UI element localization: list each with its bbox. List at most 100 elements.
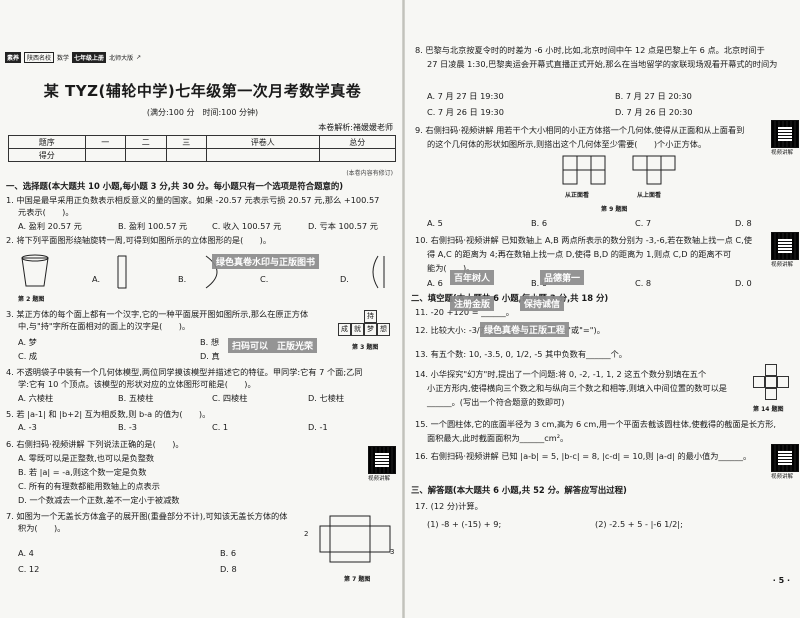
page-number: · 5 · — [772, 576, 790, 585]
option: D. 真 — [200, 351, 220, 361]
figure-caption: 从上面看 — [637, 192, 662, 199]
watermark: 绿色真卷水印与正版图书 — [212, 254, 320, 269]
question-17: 17. (12 分)计算。 — [415, 501, 483, 511]
option: B. -3 — [118, 422, 137, 432]
question-9-cont: 的这个几何体的形状如图所示,则搭出这个几何体至少需要( )个小正方体。 — [427, 139, 707, 149]
option: C. 7 月 26 日 19:30 — [427, 107, 504, 117]
header-tag: 陕西名校 — [24, 52, 55, 63]
cube-net: 持 成 就 梦 想 — [338, 310, 390, 336]
arrow-icon: ↗ — [136, 54, 142, 61]
question-7-cont: 积为( )。 — [18, 523, 66, 533]
option: B. 7 月 27 日 20:30 — [615, 91, 692, 101]
book-header: 素养 陕西名校 数学 七年级上册 北师大版 ↗ — [5, 52, 141, 63]
watermark: 保持诚信 — [520, 296, 565, 311]
table-cell: 三 — [165, 135, 207, 149]
exam-subtitle: (满分:100 分 时间:100 分钟) — [146, 108, 259, 117]
qr-code-icon[interactable] — [368, 446, 396, 474]
figure-caption: 第 9 题图 — [601, 206, 628, 213]
table-cell: 一 — [84, 135, 126, 149]
option: D. 8 — [220, 564, 237, 574]
option: D. 七棱柱 — [308, 393, 345, 403]
section-heading: 一、选择题(本大题共 10 小题,每小题 3 分,共 30 分。每小题只有一个选… — [6, 181, 344, 191]
table-cell — [206, 148, 320, 162]
table-cell: 得分 — [8, 148, 86, 162]
option: A. 4 — [18, 548, 34, 558]
question-17-part-2: (2) -2.5 + 5 - |-6 1/2|; — [595, 519, 683, 529]
table-cell: 总分 — [318, 135, 396, 149]
question-1: 1. 中国是最早采用正负数表示相反意义的量的国家。如果 -20.57 元表示亏损… — [6, 195, 380, 205]
qr-code-icon[interactable] — [771, 120, 799, 148]
table-cell: 题序 — [8, 135, 86, 149]
question-1-cont: 元表示( )。 — [18, 207, 74, 217]
question-5: 5. 若 |a-1| 和 |b+2| 互为相反数,则 b-a 的值为( )。 — [6, 409, 211, 419]
option: D. -1 — [308, 422, 328, 432]
question-17-part-1: (1) -8 + (-15) + 9; — [427, 519, 502, 529]
question-10: 10. 右侧扫码·视频讲解 已知数轴上 A,B 两点所表示的数分别为 -3,-6… — [415, 235, 752, 245]
box-net-figure — [319, 515, 391, 563]
option: B. 想 — [200, 337, 220, 347]
option: C. 1 — [212, 422, 229, 432]
question-2: 2. 将下列平面图形绕轴旋转一周,可得到如图所示的立体图形的是( )。 — [6, 235, 272, 245]
watermark: 扫码可以 正版光荣 — [228, 338, 318, 353]
exam-author: 本卷解析:褚媛媛老师 — [318, 123, 393, 132]
option: A. 6 — [427, 278, 443, 288]
option: C. 12 — [18, 564, 40, 574]
watermark: 品德第一 — [540, 270, 585, 285]
table-cell — [165, 148, 207, 162]
table-cell — [125, 148, 167, 162]
header-tag: 七年级上册 — [72, 52, 107, 63]
question-4: 4. 不透明袋子中装有一个几何体模型,两位同学摸该模型并描述它的特征。甲同学:它… — [6, 367, 363, 377]
table-cell: 评卷人 — [206, 135, 320, 149]
figure-caption: 第 2 题图 — [18, 296, 45, 303]
option: C. 收入 100.57 元 — [212, 221, 282, 231]
question-9-views — [562, 155, 676, 185]
option: D. 亏本 100.57 元 — [308, 221, 378, 231]
section-heading: 二、填空题(本大题共 6 小题,每小题 3 分,共 18 分) — [411, 293, 609, 303]
magic-square-figure — [753, 364, 789, 400]
section-heading: 三、解答题(本大题共 6 小题,共 52 分。解答应写出过程) — [411, 485, 627, 495]
qr-code-icon[interactable] — [771, 232, 799, 260]
qr-caption: 视频讲解 — [368, 476, 391, 482]
question-8-cont: 27 日凌晨 1:30,巴黎奥运会开幕式直播正式开始,那么在当地留学的家联现场观… — [427, 59, 778, 69]
option: B. 盈利 100.57 元 — [118, 221, 188, 231]
option: C. 成 — [18, 351, 38, 361]
question-11: 11. -20 +120 = ______。 — [415, 307, 514, 317]
option: D. 8 — [735, 218, 752, 228]
net-cell: 想 — [377, 323, 390, 336]
table-row: 题序 一 二 三 评卷人 总分 — [8, 135, 396, 149]
question-15-cont: 面积最大,此时截面面积为______cm²。 — [427, 433, 569, 443]
question-3: 3. 某正方体的每个面上都有一个汉字,它的一种平面展开图如图所示,那么在原正方体 — [6, 309, 309, 319]
revision-note: (本卷内容有修订) — [346, 170, 393, 177]
dimension-label: 2 — [304, 530, 309, 538]
page-spine — [402, 0, 405, 618]
question-9: 9. 右侧扫码·视频讲解 用若干个大小相同的小正方体搭一个几何体,使得从正面和从… — [415, 125, 745, 135]
option: A. 7 月 27 日 19:30 — [427, 91, 504, 101]
qr-caption: 视频讲解 — [771, 474, 794, 480]
option: D. 一个数减去一个正数,差不一定小于被减数 — [18, 495, 180, 505]
option: B. 0 — [531, 278, 547, 288]
option: A. 零既可以是正整数,也可以是负整数 — [18, 453, 155, 463]
header-tag: 北师大版 — [109, 55, 134, 62]
net-cell: 成 — [338, 323, 351, 336]
question-8: 8. 巴黎与北京按夏令时的时差为 -6 小时,比如,北京时间中午 12 点是巴黎… — [415, 45, 765, 55]
option: B. 6 — [531, 218, 548, 228]
right-column: 8. 巴黎与北京按夏令时的时差为 -6 小时,比如,北京时间中午 12 点是巴黎… — [405, 0, 800, 618]
option: C. — [260, 274, 269, 284]
table-cell — [318, 148, 396, 162]
option: B. 五棱柱 — [118, 393, 154, 403]
option: B. 6 — [220, 548, 237, 558]
question-2-figures — [21, 254, 385, 289]
option: D. — [340, 274, 349, 284]
option: C. 四棱柱 — [212, 393, 248, 403]
square-cell — [765, 364, 777, 376]
question-13: 13. 有五个数: 10, -3.5, 0, 1/2, -5 其中负数有____… — [415, 349, 627, 359]
option: A. 梦 — [18, 337, 37, 347]
question-4-cont: 学:它有 10 个顶点。该模型的形状对应的立体图形可能是( )。 — [18, 379, 256, 389]
qr-code-icon[interactable] — [771, 444, 799, 472]
figure-caption: 第 14 题图 — [753, 406, 784, 413]
figure-caption: 第 7 题图 — [344, 576, 371, 583]
square-cell — [765, 388, 777, 400]
watermark: 注册金版 — [450, 296, 495, 311]
watermark: 绿色真卷与正版工程 — [480, 322, 570, 337]
option: A. 六棱柱 — [18, 393, 54, 403]
